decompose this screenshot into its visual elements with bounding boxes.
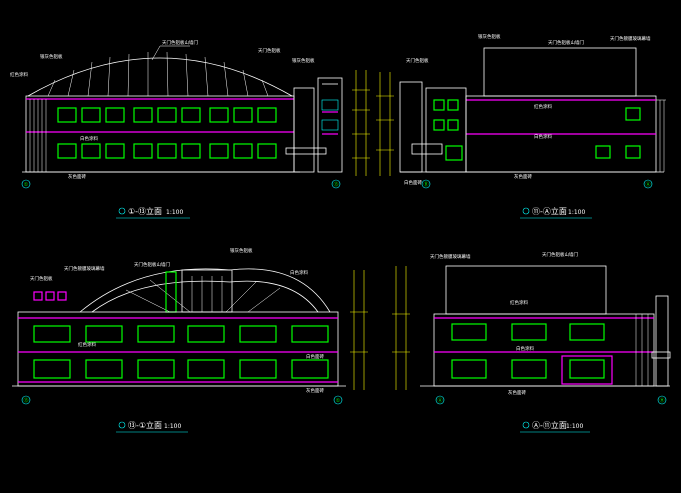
caption-elev-3: ⑬-①立面 [128,420,162,430]
windows-upper-3 [33,325,329,343]
scale-elev-4: 1:100 [566,423,583,430]
note-roof-side: 银灰色铝板 [40,53,63,60]
windows-body-2 [595,107,641,159]
note-base-3: 灰色面砖 [306,387,324,394]
upper-volume-4 [445,265,607,315]
axis-right-1: ⑬ [333,181,338,188]
note-wall-red-1: 红色涂料 [10,71,28,78]
note-base-1: 灰色面砖 [68,173,86,180]
windows-lower-3 [33,359,329,379]
note-tile-3: 白色面砖 [306,353,324,360]
note-railing-2: 银灰色铝板 [478,33,501,40]
note-base-4: 灰色面砖 [508,389,526,396]
axis-left-1: ① [24,182,29,188]
windows-lower-1 [57,143,277,159]
dimension-chain-3 [350,270,368,390]
scale-elev-3: 1:100 [164,423,181,430]
axis-right-3: ① [336,398,341,404]
dimension-chain-2 [376,72,394,176]
scale-elev-1: 1:100 [166,209,183,216]
note-railing-1: 银灰色铝板 [292,57,315,64]
note-canopy-2: 天门色铝板 [406,57,429,64]
scale-elev-2: 1:100 [568,209,585,216]
axis-left-4: Ⓐ [437,397,442,404]
note-wall-red-2: 红色涂料 [534,103,552,110]
upper-volume [483,47,637,97]
roof-arch [27,57,293,97]
note-wall-white-1: 白色涂料 [80,135,98,142]
elevation-h-a: Ⓑ Ⓐ 银灰色铝板 天门色铝板山墙门 天门色镀膜玻璃幕墙 天门色铝板 红色涂料 … [376,33,666,219]
facade-body-3 [17,311,339,387]
note-wall-red-4: 红色涂料 [510,299,528,306]
elevation-1-13: ① ⑬ 天门色铝板山墙门 银灰色铝板 红色涂料 天门色铝板 白色涂料 灰色面砖 … [10,39,370,219]
central-tower [181,269,233,313]
note-wall-white-4: 白色涂料 [516,345,534,352]
stair-tower-1 [285,77,343,173]
note-canopy-3: 天门色铝板 [30,275,53,282]
note-roof-top-2: 天门色铝板山墙门 [548,39,584,46]
caption-elev-2: ⑪-Ⓐ立面 [532,206,567,216]
note-base-2: 灰色面砖 [514,173,532,180]
caption-elev-4: Ⓐ-⑪立面 [532,420,567,430]
note-wall-white-2: 白色涂料 [534,133,552,140]
windows-lower-4 [451,359,605,379]
note-roof-top: 天门色铝板山墙门 [162,39,198,46]
roof-ribs [47,51,269,97]
stair-tower-2 [399,81,467,173]
note-roof-top-4: 天门色铝板山墙门 [542,251,578,258]
note-glass-3: 天门色镀膜玻璃幕墙 [64,265,105,272]
note-glass-2: 天门色镀膜玻璃幕墙 [610,35,651,42]
note-glass-4: 天门色镀膜玻璃幕墙 [430,253,471,260]
elevation-a-h: Ⓐ Ⓗ 天门色镀膜玻璃幕墙 天门色铝板山墙门 红色涂料 白色涂料 灰色面砖 Ⓐ-… [392,251,671,433]
axis-right-2: Ⓐ [645,181,650,188]
windows-tower-2 [433,99,463,161]
elevation-13-1: ⑬ ① 银灰色铝板 天门色镀膜玻璃幕墙 天门色铝板山墙门 天门色铝板 白色涂料 … [12,247,368,433]
dimension-chain-4 [392,266,410,390]
rooftop-ornament [33,291,67,301]
caption-elev-1: ①-⑬立面 [128,206,162,216]
dimension-chain-1 [352,70,370,176]
axis-left-3: ⑬ [23,397,28,404]
windows-upper-4 [451,323,605,341]
note-canopy-1: 天门色铝板 [258,47,281,54]
note-railing-3: 银灰色铝板 [230,247,253,254]
note-wall-red-3: 红色涂料 [78,341,96,348]
axis-left-2: Ⓑ [423,181,428,188]
windows-upper-1 [57,107,277,123]
facade-body-4 [433,313,655,387]
axis-right-4: Ⓗ [659,397,664,404]
note-tile-2: 白色面砖 [404,179,422,186]
note-wall-white-3: 白色涂料 [290,269,308,276]
note-roof-top-3: 天门色铝板山墙门 [134,261,170,268]
